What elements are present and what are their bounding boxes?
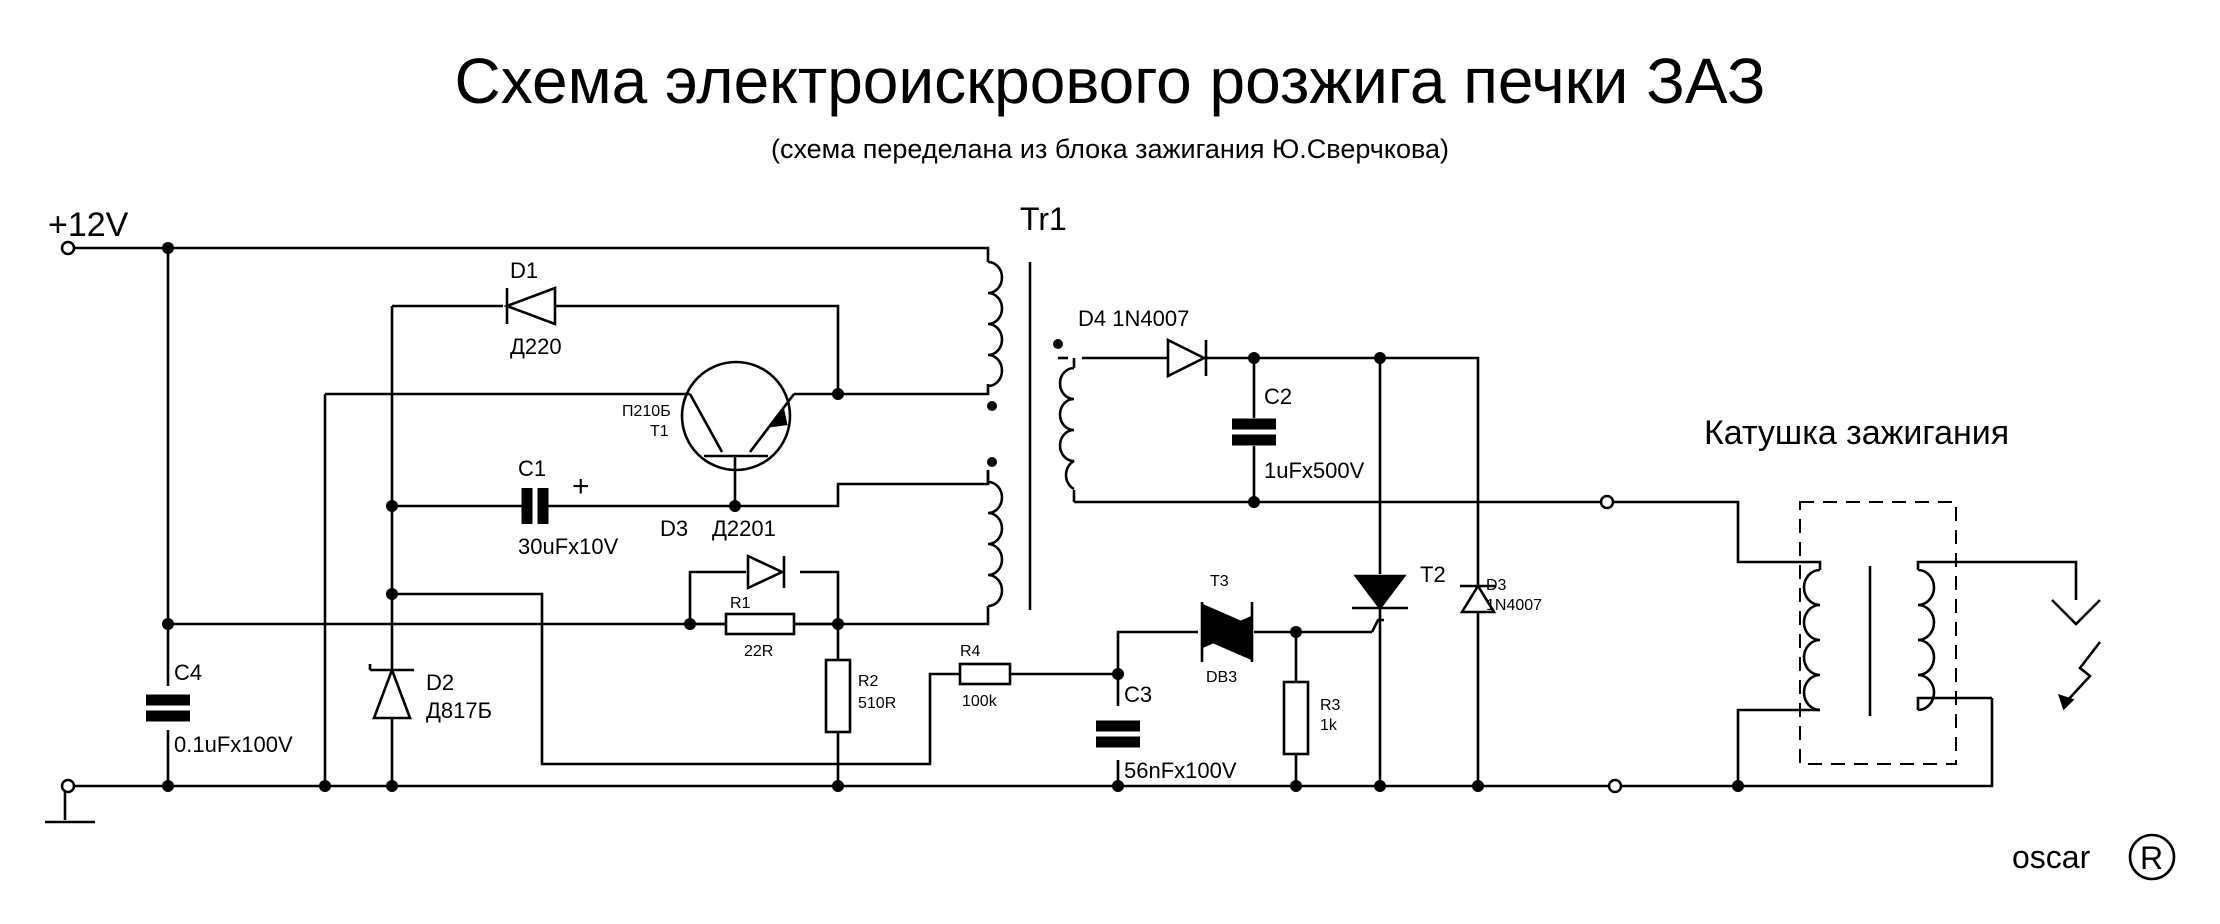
d3-right-type: 1N4007 (1486, 597, 1542, 614)
junctions (162, 242, 1744, 792)
supply-rail (72, 246, 990, 262)
r1-value: 22R (744, 643, 773, 660)
r3-label: R3 (1320, 697, 1341, 714)
diagram-title: Схема электроискрового розжига печки ЗАЗ (454, 45, 1766, 117)
resistor-r3: R3 1k (1282, 680, 1341, 756)
resistor-r1: R1 22R (724, 595, 796, 660)
ignition-coil: Катушка зажигания (1704, 414, 2009, 765)
d3-right-label: D3 (1486, 577, 1507, 594)
r2-value: 510R (858, 695, 896, 712)
author-signature: oscar R (2012, 833, 2176, 881)
t1-type: П210Б (622, 403, 671, 420)
capacitor-c1: C1 + 30uFx10V (518, 456, 619, 559)
diode-d3-left: D3 Д2201 (660, 516, 786, 591)
d1-type: Д220 (510, 334, 562, 359)
d1-label: D1 (510, 258, 538, 283)
d2-label: D2 (426, 670, 454, 695)
diode-d3-right: D3 1N4007 (1459, 577, 1542, 614)
terminal-coil-top (1599, 494, 1615, 510)
capacitor-c2: C2 1uFx500V (1232, 384, 1365, 483)
ground-symbol (45, 792, 95, 824)
capacitor-c4: C4 0.1uFx100V (146, 660, 293, 757)
c1-label: C1 (518, 456, 546, 481)
r3-value: 1k (1320, 717, 1338, 734)
diode-d1: D1 Д220 (503, 258, 562, 359)
r4-label: R4 (960, 643, 981, 660)
c1-value: 30uFx10V (518, 534, 619, 559)
transformer-tr1: Tr1 (986, 201, 1075, 610)
tr1-label: Tr1 (1020, 201, 1067, 237)
c3-label: C3 (1124, 682, 1152, 707)
c4-value: 0.1uFx100V (174, 732, 293, 757)
d4-label: D4 1N4007 (1078, 306, 1189, 331)
d3-left-type: Д2201 (712, 516, 776, 541)
c2-label: C2 (1264, 384, 1292, 409)
t3-label: T3 (1210, 573, 1229, 590)
r4-value: 100k (962, 693, 998, 710)
r1-label: R1 (730, 595, 751, 612)
c2-value: 1uFx500V (1264, 458, 1365, 483)
terminals (60, 240, 1623, 794)
spark-icon (2051, 599, 2102, 711)
terminal-supply (60, 240, 76, 256)
d3-left-label: D3 (660, 516, 688, 541)
capacitor-c3: C3 56nFx100V (1096, 682, 1237, 783)
c1-plus: + (572, 470, 590, 503)
c4-label: C4 (174, 660, 202, 685)
author-label: oscar (2012, 839, 2091, 875)
resistor-r2: R2 510R (824, 658, 896, 734)
t2-label: T2 (1420, 562, 1446, 587)
transistor-t1: П210Б T1 (622, 360, 796, 472)
diac-t3: T3 DB3 (1200, 573, 1254, 686)
t3-type: DB3 (1206, 669, 1237, 686)
t1-label: T1 (650, 423, 669, 440)
registered-mark: R (2140, 840, 2163, 876)
resistor-r4: R4 100k (958, 643, 1012, 710)
coil-label: Катушка зажигания (1704, 414, 2009, 452)
supply-label: +12V (48, 206, 129, 244)
diagram-subtitle: (схема переделана из блока зажигания Ю.С… (770, 134, 1450, 164)
r2-label: R2 (858, 673, 879, 690)
thyristor-t2: T2 (1352, 562, 1446, 611)
terminal-coil-bottom (1607, 778, 1623, 794)
c3-value: 56nFx100V (1124, 758, 1237, 783)
zener-d2: D2 Д817Б (368, 664, 492, 723)
wires (45, 246, 2078, 824)
d2-type: Д817Б (426, 698, 492, 723)
terminal-ground (60, 778, 76, 794)
diode-d4: D4 1N4007 (1078, 306, 1208, 379)
